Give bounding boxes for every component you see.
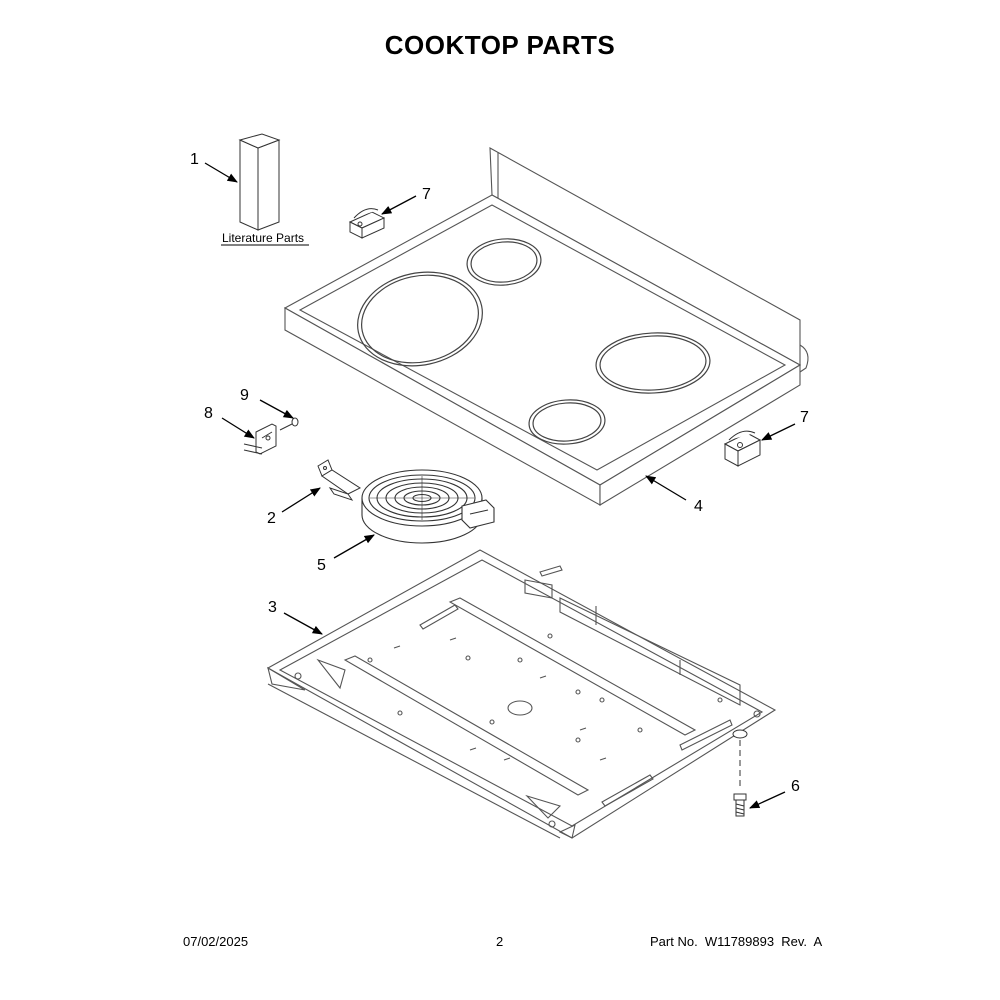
- radiant-surface-element: [361, 469, 495, 544]
- terminal-block: [243, 423, 277, 455]
- callout-7a-arrow: [381, 195, 417, 215]
- page-title: COOKTOP PARTS: [384, 30, 616, 60]
- callout-2: 2: [267, 510, 276, 527]
- callout-6-arrow: [749, 791, 786, 809]
- callout-9: 9: [240, 387, 249, 404]
- callout-8-arrow: [221, 417, 255, 439]
- callout-6: 6: [791, 778, 800, 795]
- footer-part-number: Part No. W11789893 Rev. A: [650, 934, 823, 949]
- callout-7-upper: 7: [422, 186, 431, 203]
- callout-8: 8: [204, 405, 213, 422]
- callout-3: 3: [268, 599, 277, 616]
- literature-parts-booklet: [238, 133, 281, 231]
- cooktop-bracket-lower: [723, 430, 762, 467]
- footer-date: 07/02/2025: [183, 934, 249, 949]
- callout-7b-arrow: [761, 423, 796, 441]
- callout-5: 5: [317, 557, 326, 574]
- mounting-screw: [732, 729, 748, 817]
- callout-2-arrow: [281, 487, 321, 513]
- footer-page-number: 2: [496, 934, 504, 949]
- cooktop-glass: [283, 147, 809, 506]
- support-pan: [266, 549, 777, 839]
- callout-3-arrow: [283, 612, 323, 635]
- literature-parts-label: Literature Parts: [222, 231, 304, 245]
- callout-9-arrow: [259, 399, 294, 419]
- element-clip: [317, 459, 362, 501]
- callout-1-arrow: [204, 162, 238, 183]
- callout-5-arrow: [333, 534, 375, 559]
- cooktop-bracket-upper: [348, 208, 386, 239]
- callout-1: 1: [190, 151, 199, 168]
- callout-4-arrow: [645, 475, 687, 501]
- terminal-screw: [279, 417, 299, 431]
- cooktop-burner-outlines: [357, 238, 711, 445]
- callout-7-lower: 7: [800, 409, 809, 426]
- callout-4: 4: [694, 498, 703, 515]
